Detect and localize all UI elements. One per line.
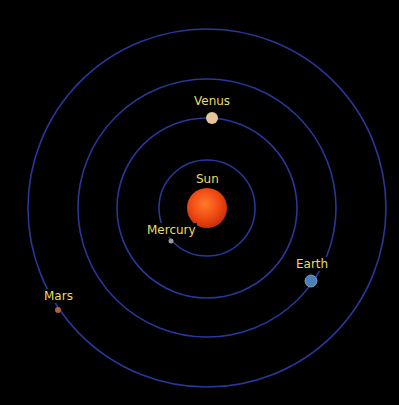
venus-orbit xyxy=(117,118,297,298)
mars-planet xyxy=(55,307,61,313)
mercury-orbit xyxy=(159,160,255,256)
planet-label: Mercury xyxy=(146,223,197,237)
sun xyxy=(187,188,227,228)
sun-label: Sun xyxy=(195,172,220,186)
mercury-planet xyxy=(169,239,174,244)
mars-orbit xyxy=(28,29,386,387)
earth-rim xyxy=(305,275,317,287)
earth-planet xyxy=(305,275,317,287)
planet-label: Earth xyxy=(295,257,329,271)
venus-planet xyxy=(206,112,218,124)
planet-label: Mars xyxy=(43,289,74,303)
earth-orbit xyxy=(78,79,336,337)
planet-label: Venus xyxy=(193,94,231,108)
